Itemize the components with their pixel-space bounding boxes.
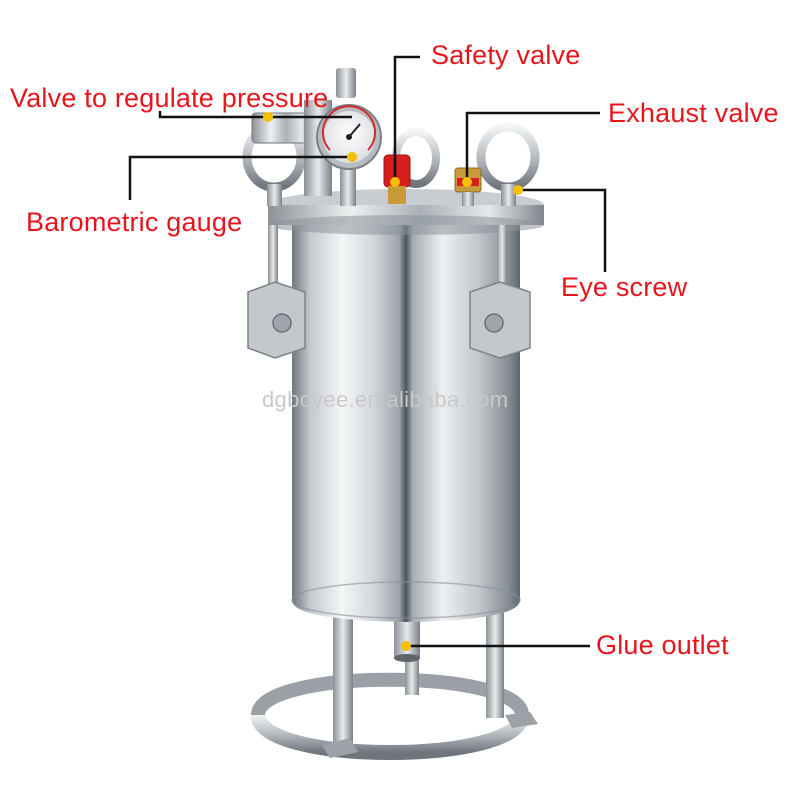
- clamp-bolt-right: [497, 225, 507, 325]
- gauge-stem: [340, 160, 356, 206]
- label-barometric-gauge: Barometric gauge: [26, 207, 243, 237]
- marker-dot-gauge: [347, 152, 357, 162]
- leader-exhaust: [465, 111, 600, 180]
- stand-leg-left: [333, 600, 353, 745]
- leader-valve: [158, 111, 352, 119]
- eye-screw-left-shank: [267, 184, 282, 206]
- marker-dots: [263, 112, 523, 651]
- gauge-scale-arc: [322, 105, 376, 151]
- stand-foot-right: [505, 712, 538, 728]
- leader-eye-screw: [518, 188, 607, 272]
- tank-lid-underside: [268, 215, 544, 235]
- marker-dot-glue-outlet: [401, 641, 411, 651]
- stand-leg-right: [486, 600, 504, 718]
- label-glue-outlet: Glue outlet: [596, 630, 729, 660]
- gauge-needle-pivot: [346, 134, 352, 140]
- stand-ring-front: [250, 713, 530, 760]
- stand-foot-left: [322, 738, 358, 758]
- leader-lines: [128, 55, 607, 648]
- tank-body: [292, 222, 520, 622]
- exhaust-valve-stem: [462, 192, 474, 206]
- regulator-knob: [336, 68, 356, 98]
- tank-bottom-edge: [291, 581, 521, 619]
- label-exhaust-valve: Exhaust valve: [608, 98, 779, 128]
- clamp-bolt-left: [268, 225, 278, 325]
- leader-safety: [393, 55, 420, 182]
- clamp-knob-right: [484, 313, 504, 333]
- label-safety-valve: Safety valve: [431, 40, 581, 70]
- label-eye-screw: Eye screw: [561, 272, 688, 302]
- watermark-text: dgboyee.en.alibaba.com: [262, 387, 509, 412]
- glue-outlet-nozzle: [394, 654, 420, 662]
- eye-screw-right-shank: [501, 184, 516, 206]
- marker-dot-eye-screw: [513, 185, 523, 195]
- clamp-knob-left: [272, 313, 292, 333]
- label-valve-to-regulate-pressure: Valve to regulate pressure: [10, 83, 329, 113]
- stand-ring-back: [251, 672, 529, 717]
- marker-dot-valve: [263, 112, 273, 122]
- marker-dot-safety: [390, 177, 400, 187]
- marker-dot-exhaust: [462, 177, 472, 187]
- safety-valve-base: [388, 186, 406, 204]
- leader-barometric: [128, 155, 350, 200]
- eye-screw-right-ring: [476, 122, 540, 192]
